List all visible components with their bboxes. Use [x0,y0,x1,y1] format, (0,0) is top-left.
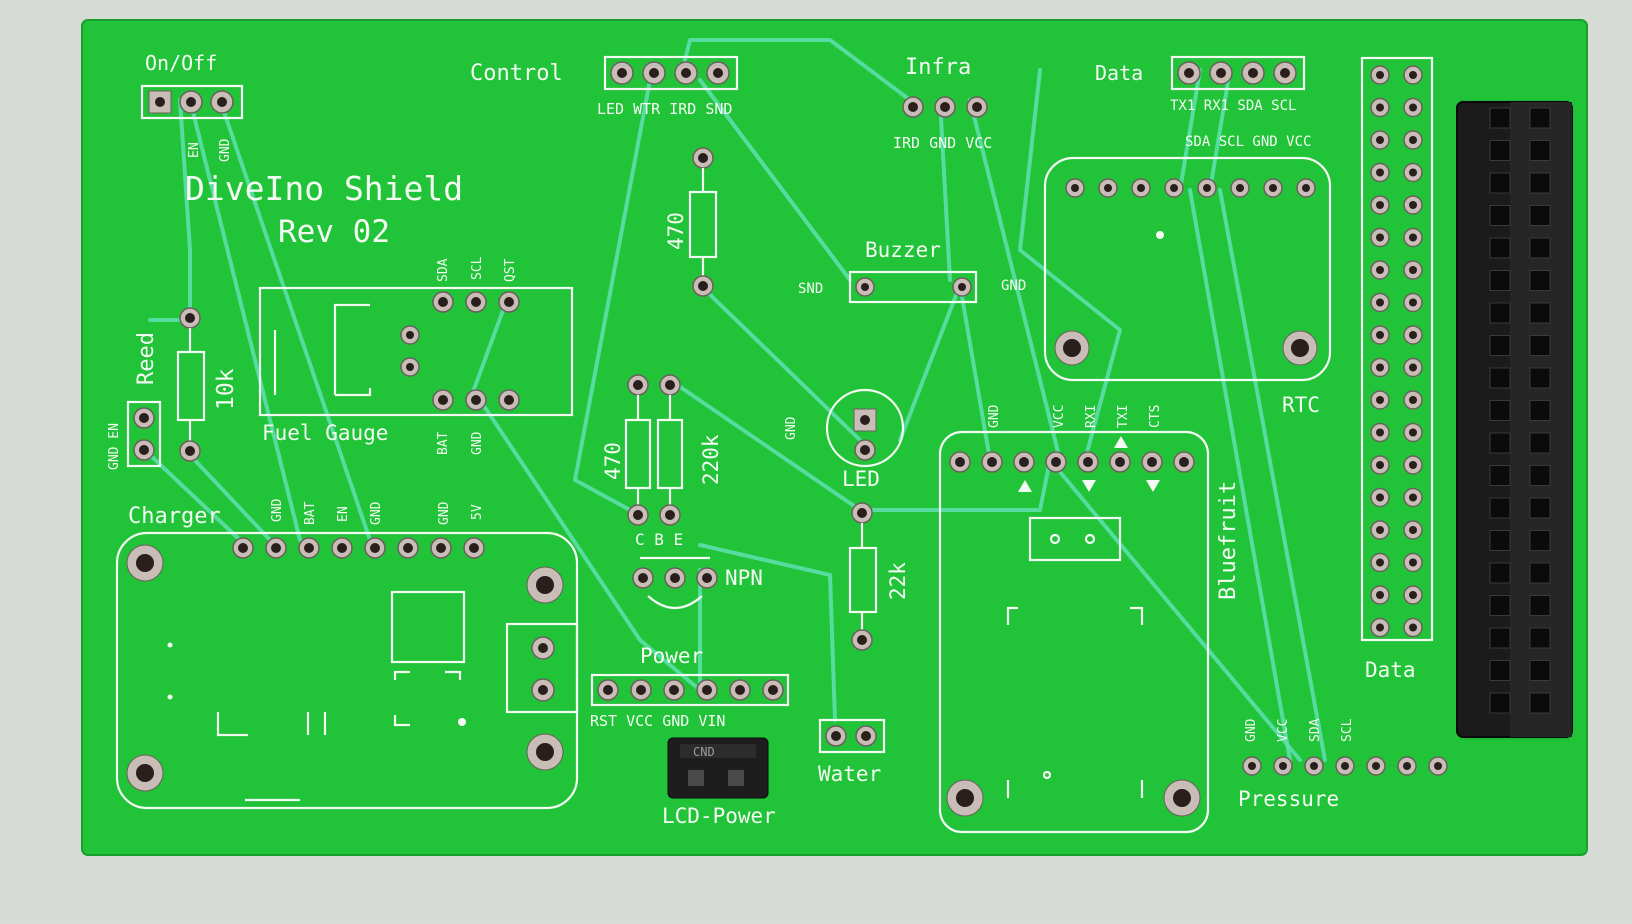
power-header-outline [590,673,790,707]
led-label: LED [842,467,880,491]
buzzer-snd-label: SND [798,281,823,297]
infra-pins-label: IRD GND VCC [893,134,992,152]
on-off-label: On/Off [145,51,217,75]
infra-label: Infra [905,55,971,80]
power-pins-label: RST VCC GND VIN [590,712,725,730]
data-right-pins [1370,65,1423,638]
pressure-gnd-label: GND [1244,718,1259,742]
on-off-footprint [140,84,244,120]
fuel-gauge-label: Fuel Gauge [262,421,388,445]
pressure-pads [1242,756,1448,776]
reed-pins-label: GND EN [107,423,122,470]
pressure-scl-label: SCL [1340,718,1355,742]
npn-outline [640,556,710,609]
on-off-gnd-label: GND [218,138,233,162]
fuel-gauge-gnd-label: GND [470,431,485,455]
charger-en-label: EN [336,506,351,522]
buzzer-gnd-label: GND [1001,278,1026,294]
charger-label: Charger [128,504,221,529]
rtc-label: RTC [1282,393,1320,417]
charger-pads [232,537,485,559]
on-off-pads [148,90,234,114]
charger-gnd-label: GND [270,498,285,522]
data-top-label: Data [1095,61,1143,85]
charger-5v-label: 5V [470,504,485,520]
traces [148,38,1327,762]
bluefruit-gnd-label: GND [987,404,1002,428]
jumper-text: CND [693,745,715,759]
resistor-220k-label: 220k [699,434,723,485]
fuel-gauge-bat-label: BAT [436,431,451,455]
resistor-470-top-label: 470 [664,212,688,250]
charger-gnd2-label: GND [369,501,384,525]
resistor-10k-label: 10k [213,368,239,410]
resistor-22k-label: 22k [886,562,910,600]
fuel-gauge-sda-label: SDA [436,258,451,282]
infra-pads [902,96,988,118]
on-off-en-label: EN [187,142,202,158]
charger-silk-marks [393,670,462,727]
charger-bat-label: BAT [303,501,318,525]
bluefruit-module-outline [938,430,1210,834]
power-label: Power [640,644,703,668]
pressure-label: Pressure [1238,787,1339,811]
resistor-470-label: 470 [601,442,625,480]
control-pins [610,61,730,85]
water-footprint [818,718,886,754]
data-right-label: Data [1365,658,1416,682]
charger-terminal [505,622,579,714]
control-label: Control [470,61,563,86]
bluefruit-vcc-label: VCC [1052,405,1067,428]
charger-chip-outline [390,590,466,664]
data-top-pins-label: TX1 RX1 SDA SCL [1170,98,1296,114]
charger-gnd3-label: GND [437,501,452,525]
bluefruit-silk-marks [1006,606,1144,798]
rtc-pins-label: SDA SCL GND VCC [1185,134,1311,150]
data-top-header-outline [1170,55,1306,91]
led-outline [825,388,905,468]
female-header-sockets [1489,107,1551,714]
data-top-pins [1177,61,1297,85]
bluefruit-pads [949,451,1195,473]
rtc-pads [1065,178,1316,198]
npn-label: NPN [725,566,763,590]
bluefruit-txi-label: TXI [1116,405,1131,428]
buzzer-outline [848,270,978,304]
pressure-sda-label: SDA [1308,718,1323,742]
bluefruit-switch-outline [1028,516,1122,562]
fuel-gauge-silk-marks [273,303,372,397]
control-header-outline [603,55,739,91]
board-title: DiveIno Shield [185,169,463,208]
pcb-board [81,19,1588,856]
fuel-gauge-outline [258,286,574,417]
pressure-vcc-label: VCC [1276,719,1291,742]
bluefruit-label: Bluefruit [1216,481,1241,600]
power-pins [597,679,784,701]
led-gnd-label: GND [784,416,799,440]
water-label: Water [818,762,881,786]
fuel-gauge-qst-label: QST [503,258,518,282]
rtc-dot [1156,231,1164,239]
lcd-power-label: LCD-Power [662,804,776,828]
data-right-header-outline [1360,56,1434,642]
bluefruit-cts-label: CTS [1148,405,1163,428]
reed-footprint [126,400,162,468]
board-revision: Rev 02 [278,214,390,250]
bluefruit-rxi-label: RXI [1084,405,1099,428]
fuel-gauge-scl-label: SCL [470,256,485,280]
reed-label: Reed [134,332,159,385]
fuel-gauge-pads [400,291,520,411]
rtc-module-outline [1043,156,1332,382]
control-pins-label: LED WTR IRD SND [597,100,732,118]
npn-cbe-label: C B E [635,530,683,549]
buzzer-label: Buzzer [865,238,941,262]
